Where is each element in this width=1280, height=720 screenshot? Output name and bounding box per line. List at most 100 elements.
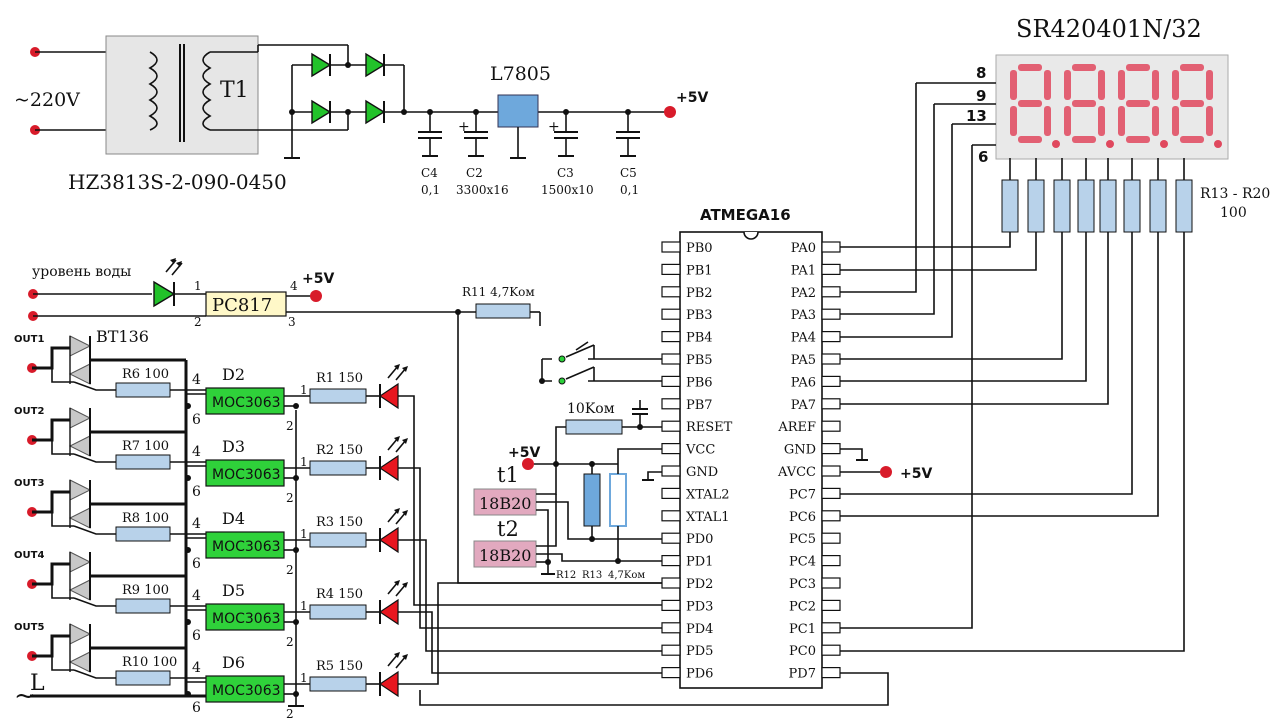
- mcu-pin-label-r-pc3: PC3: [789, 577, 816, 592]
- vout-label: +5V: [676, 90, 708, 106]
- status-led-icon: [378, 598, 399, 626]
- mcu-pin-label-reset: RESET: [686, 420, 733, 435]
- mcu-pin-label-pb1: PB1: [686, 263, 713, 278]
- gate-resistor: [115, 382, 171, 398]
- display-pin-6: 6: [978, 148, 988, 166]
- gate-resistor: [115, 454, 171, 470]
- mcu-pin-r-avcc: [821, 465, 841, 477]
- opto-vcc-label: +5V: [302, 271, 334, 287]
- mcu-pin-r-pc6: [821, 510, 841, 522]
- bridge-diode-3: [311, 99, 332, 125]
- out-label: OUT1: [14, 334, 44, 345]
- mcu-pin-xtal2: [661, 487, 681, 499]
- driver-pin-4: 4: [192, 444, 201, 460]
- mcu-pin-r-pa4: [821, 331, 841, 343]
- mcu-pin-label-pb3: PB3: [686, 308, 713, 323]
- triac-icon: [69, 479, 92, 501]
- opto-pin-4: 4: [290, 279, 298, 293]
- mcu-pin-label-r-pd7: PD7: [789, 667, 816, 682]
- gate-resistor: [115, 526, 171, 542]
- triac-icon: [69, 407, 92, 429]
- mcu-pin-label-r-pa5: PA5: [791, 353, 816, 368]
- display-resistor: [1077, 179, 1095, 233]
- display-digit: [1118, 64, 1168, 148]
- display-resistor: [1149, 179, 1167, 233]
- display-resistor: [1175, 179, 1193, 233]
- mcu-pin-label-r-pa1: PA1: [791, 263, 816, 278]
- gate-resistor-label: R9 100: [122, 583, 169, 598]
- mcu-pin-pb2: [661, 286, 681, 298]
- mains-label: ~220V: [14, 89, 80, 111]
- r11-label: R11 4,7Kом: [462, 285, 535, 299]
- mcu-pin-pd6: [661, 666, 681, 679]
- cap-c5-value: 0,1: [620, 183, 639, 197]
- driver-ref: D4: [222, 509, 245, 528]
- mcu-pin-label-r-pa6: PA6: [791, 375, 816, 390]
- opto-pin-3: 3: [288, 315, 296, 329]
- mcu-pin-pb1: [661, 263, 681, 275]
- mcu-pin-pd2: [661, 577, 681, 589]
- led-resistor-label: R1 150: [316, 371, 363, 386]
- sensor-t1-part: 18B20: [479, 494, 531, 513]
- mcu-pin-label-xtal1: XTAL1: [686, 510, 730, 525]
- status-led-icon: [378, 382, 399, 410]
- optocoupler: [205, 291, 287, 317]
- mcu-pin-label-r-pc2: PC2: [789, 599, 816, 614]
- mcu-pin-label-pd4: PD4: [686, 622, 713, 637]
- gate-resistor-label: R6 100: [122, 367, 169, 382]
- cap-c4-ref: C4: [421, 166, 438, 180]
- led-resistor: [309, 676, 367, 692]
- cap-c5: [616, 109, 640, 157]
- vout-terminal: [664, 106, 676, 118]
- mcu-pin-pb6: [661, 375, 681, 387]
- mcu-pin-r-pa3: [821, 308, 841, 320]
- driver-ref: D5: [222, 581, 245, 600]
- mcu-pin-label-pb7: PB7: [686, 398, 713, 413]
- out-label: OUT3: [14, 478, 44, 489]
- display-digits: [1010, 64, 1222, 148]
- mcu-section: ATMEGA16 PB0PB1PB2PB3PB4PB5PB6PB7RESETVC…: [419, 206, 932, 706]
- mcu-pin-label-r-gnd: GND: [784, 443, 816, 458]
- mcu-pin-label-r-pa7: PA7: [791, 398, 816, 413]
- driver-pin-4: 4: [192, 588, 201, 604]
- display-resistor: [1027, 179, 1045, 233]
- driver-pin-4: 4: [192, 516, 201, 532]
- display-section: SR420401N/32 8 9 13 6 R13 - R20 100: [916, 15, 1270, 233]
- driver-label: MOC3063: [212, 611, 281, 627]
- triac-label: BT136: [96, 327, 149, 346]
- display-resistor: [1099, 179, 1117, 233]
- driver-pin-4: 4: [192, 372, 201, 388]
- led-resistor-label: R4 150: [316, 587, 363, 602]
- ground-label: L: [30, 671, 45, 696]
- driver-pin-2: 2: [286, 635, 294, 649]
- svg-text:+: +: [548, 119, 560, 135]
- optotriac-driver: [205, 459, 285, 487]
- optotriac-driver: [205, 531, 285, 559]
- driver-pin-4: 4: [192, 660, 201, 676]
- display-digit: [1064, 64, 1114, 148]
- mcu-pin-r-pc4: [821, 554, 841, 567]
- mcu-pin-label-r-pc6: PC6: [789, 510, 816, 525]
- display-resistor: [1123, 179, 1141, 233]
- mcu-pin-label-gnd: GND: [686, 465, 718, 480]
- driver-ref: D6: [222, 653, 245, 672]
- mcu-pin-r-pc2: [821, 599, 841, 612]
- voltage-regulator: [497, 94, 539, 128]
- driver-pin-6: 6: [192, 412, 201, 428]
- driver-pin-1: 1: [300, 383, 308, 397]
- display-pin-13: 13: [966, 107, 987, 125]
- gate-resistor-label: R10 100: [122, 655, 177, 670]
- driver-label: MOC3063: [212, 683, 281, 699]
- mcu-pin-r-pa6: [821, 375, 841, 387]
- mcu-pin-r-pc7: [821, 487, 841, 499]
- driver-pin-2: 2: [286, 419, 294, 433]
- r13-label: R13: [582, 570, 602, 581]
- mcu-pin-label-pb0: PB0: [686, 241, 713, 256]
- transformer-primary-coil: [148, 51, 158, 131]
- cap-c2-ref: C2: [466, 166, 483, 180]
